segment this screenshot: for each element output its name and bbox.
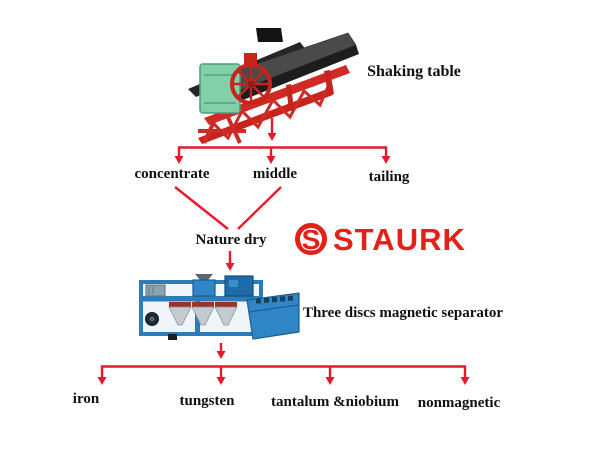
shaking-table-image [188,28,359,144]
output-tungsten-label: tungsten [179,393,235,409]
staurk-logo: S STAURK [293,221,466,257]
nature-dry-label: Nature dry [195,232,267,248]
staurk-logo-text: STAURK [333,221,466,257]
shaking-table-label: Shaking table [367,63,461,80]
output-nonmagnetic-label: nonmagnetic [417,395,501,411]
output-concentrate-label: concentrate [134,166,210,182]
diag-middle [237,186,282,230]
output-tailing-label: tailing [368,169,410,185]
output-iron-label: iron [72,391,100,407]
staurk-s-emblem-icon: S [295,223,327,256]
magnetic-separator-image [139,274,300,340]
diag-concentrate [174,186,229,230]
svg-text:S: S [302,224,321,255]
output-middle-label: middle [252,166,298,182]
output-tantalum-niobium-label: tantalum &niobium [271,394,399,410]
magnetic-separator-label: Three discs magnetic separator [302,305,504,321]
